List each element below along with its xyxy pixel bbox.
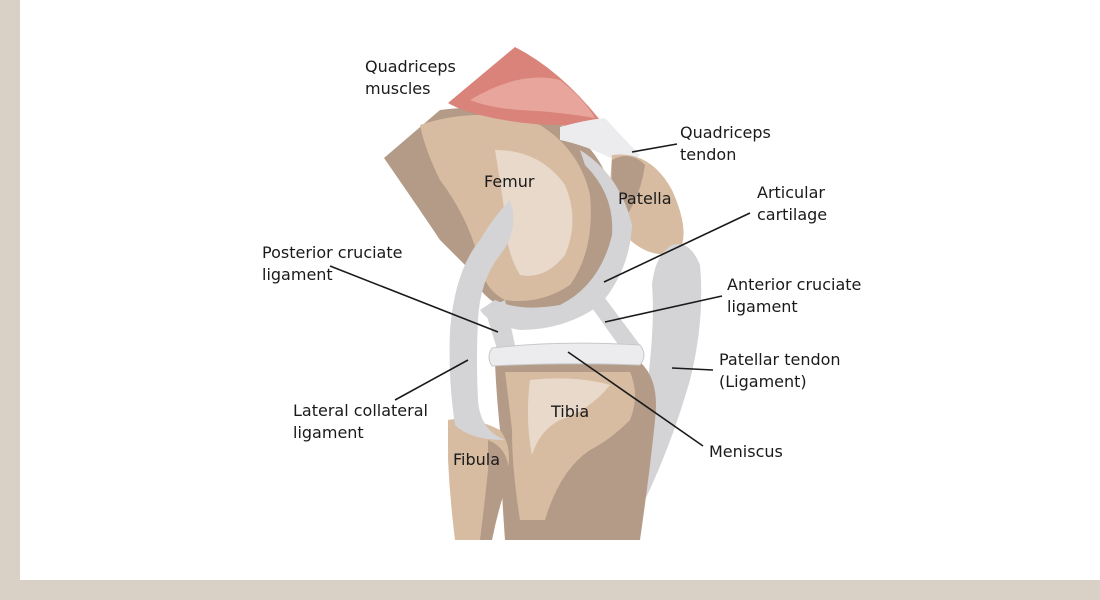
label-patellar-tendon: Patellar tendon (Ligament) — [719, 350, 846, 391]
label-anterior-cruciate-ligament: Anterior cruciate ligament — [727, 275, 866, 316]
label-posterior-cruciate-line1: Posterior cruciate — [262, 243, 402, 262]
fibula-dark — [480, 440, 509, 540]
posterior-cruciate-ligament-shape — [485, 300, 515, 352]
leader-meniscus — [567, 351, 704, 447]
label-femur: Femur — [484, 172, 535, 191]
label-anterior-cruciate-line2: ligament — [727, 297, 798, 316]
anterior-cruciate-ligament-shape — [590, 298, 640, 350]
articular-cartilage-shape — [480, 150, 632, 330]
quadriceps-muscle — [448, 47, 600, 128]
label-quadriceps-tendon: Quadriceps tendon — [680, 123, 776, 164]
label-articular-cartilage-line2: cartilage — [757, 205, 827, 224]
label-lateral-collateral-line1: Lateral collateral — [293, 401, 428, 420]
leader-posterior-cruciate — [329, 265, 499, 333]
femur-highlight — [495, 150, 573, 276]
fibula — [448, 418, 509, 540]
leader-patellar-tendon — [671, 367, 714, 371]
label-lateral-collateral-line2: ligament — [293, 423, 364, 442]
label-tibia: Tibia — [550, 402, 589, 421]
meniscus-shape — [488, 342, 645, 367]
label-patellar-tendon-line1: Patellar tendon — [719, 350, 841, 369]
panel-right-strip — [1080, 0, 1100, 580]
leader-anterior-cruciate — [604, 295, 723, 323]
quadriceps-tendon-shape — [560, 118, 640, 162]
leader-lines — [329, 143, 751, 447]
leader-articular-cartilage — [603, 212, 751, 283]
label-articular-cartilage-line1: Articular — [757, 183, 825, 202]
label-meniscus: Meniscus — [709, 442, 783, 461]
leader-quadriceps-tendon — [631, 143, 678, 153]
label-anterior-cruciate-line1: Anterior cruciate — [727, 275, 861, 294]
quadriceps-muscle-highlight — [470, 77, 595, 118]
label-quadriceps-muscles-line1: Quadriceps — [365, 57, 456, 76]
label-quadriceps-muscles: Quadriceps muscles — [365, 57, 461, 98]
leader-lateral-collateral — [394, 359, 469, 401]
label-posterior-cruciate-ligament: Posterior cruciate ligament — [262, 243, 408, 284]
label-quadriceps-tendon-line2: tendon — [680, 145, 736, 164]
label-fibula: Fibula — [453, 450, 500, 469]
label-posterior-cruciate-line2: ligament — [262, 265, 333, 284]
label-patella: Patella — [618, 189, 672, 208]
tibia — [495, 362, 656, 540]
label-quadriceps-muscles-line2: muscles — [365, 79, 430, 98]
label-lateral-collateral-ligament: Lateral collateral ligament — [293, 401, 433, 442]
label-quadriceps-tendon-line1: Quadriceps — [680, 123, 771, 142]
label-patellar-tendon-line2: (Ligament) — [719, 372, 807, 391]
tibia-highlight — [527, 378, 610, 455]
label-articular-cartilage: Articular cartilage — [757, 183, 830, 224]
lateral-collateral-ligament-shape — [449, 200, 514, 440]
